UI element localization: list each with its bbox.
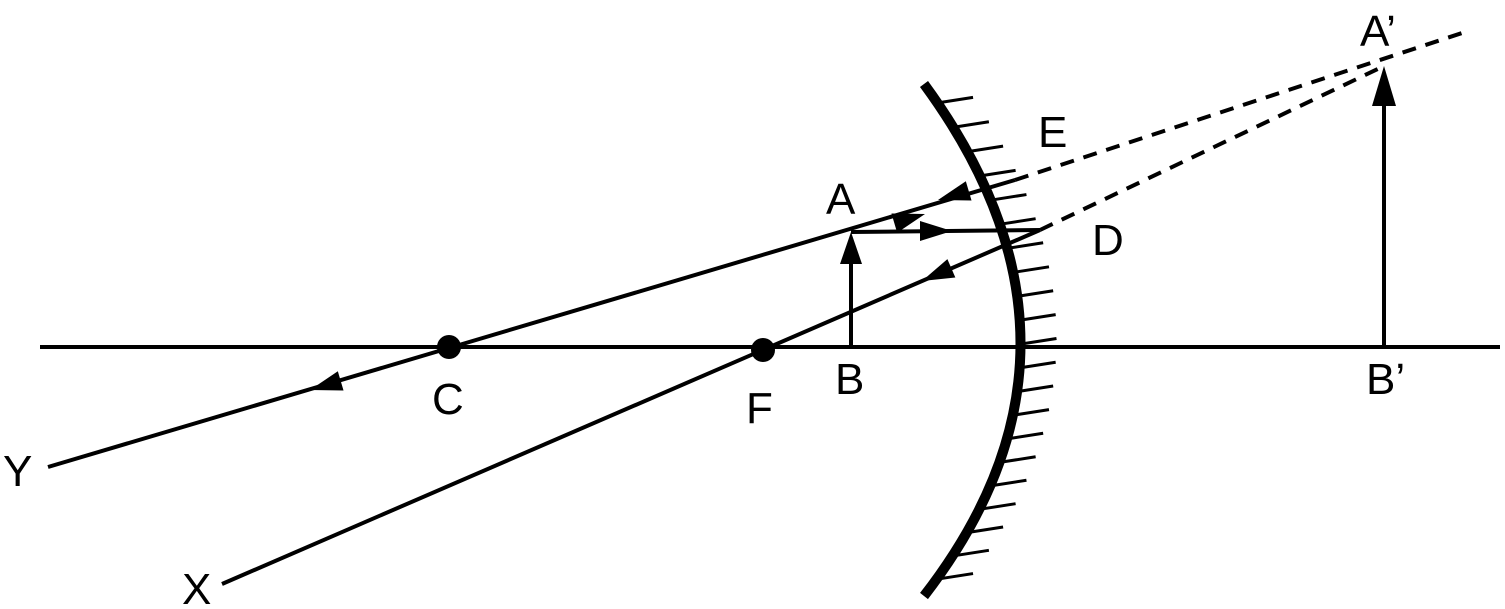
ray-direction-arrows [310, 181, 972, 391]
arrow-incident-through-c [891, 213, 925, 233]
hatch-mark [1023, 313, 1056, 322]
hatch-mark [1023, 360, 1056, 369]
label-c: C [432, 375, 464, 424]
image-arrowhead [1372, 66, 1396, 106]
hatch-mark [1016, 408, 1050, 417]
hatch-mark [1024, 337, 1057, 345]
ray-through-centre [47, 178, 1016, 469]
hatch-mark [994, 193, 1027, 202]
arrow-reflected-at-e [938, 181, 972, 201]
label-y: Y [3, 447, 32, 496]
concave-mirror [919, 81, 1026, 600]
virtual-extension-from-d [1039, 64, 1385, 232]
hatch-mark [1003, 455, 1036, 464]
hatch-mark [1003, 217, 1036, 226]
hatch-mark [983, 168, 1016, 177]
hatch-mark [1010, 241, 1044, 250]
label-f: F [746, 384, 773, 433]
hatch-mark [983, 502, 1016, 511]
label-b: B [835, 355, 864, 404]
virtual-extension-from-e [1014, 31, 1463, 182]
hatch-mark [1010, 431, 1044, 440]
centre-of-curvature-point [437, 335, 461, 359]
hatch-mark [970, 525, 1004, 534]
arrow-reflected-from-d [922, 259, 956, 281]
label-a: A [826, 175, 856, 224]
label-e: E [1038, 108, 1067, 157]
focus-point [751, 338, 775, 362]
hatch-mark [940, 95, 974, 104]
hatch-mark [994, 478, 1027, 487]
label-a-prime: A’ [1360, 7, 1396, 56]
label-x: X [182, 565, 211, 609]
label-d: D [1092, 216, 1124, 265]
arrow-parallel-ray [920, 221, 952, 241]
mirror-hatching [940, 95, 1057, 581]
hatch-mark [940, 572, 974, 581]
hatch-mark [956, 120, 990, 129]
label-b-prime: B’ [1366, 355, 1405, 404]
arrow-ray-toward-y [310, 371, 344, 391]
hatch-mark [970, 144, 1004, 153]
hatch-mark [1020, 384, 1054, 393]
hatch-mark [956, 548, 990, 557]
hatch-mark [1020, 289, 1054, 298]
ray-reflected-through-focus [221, 228, 1041, 586]
object-arrowhead [840, 232, 862, 264]
hatch-mark [1016, 265, 1050, 274]
